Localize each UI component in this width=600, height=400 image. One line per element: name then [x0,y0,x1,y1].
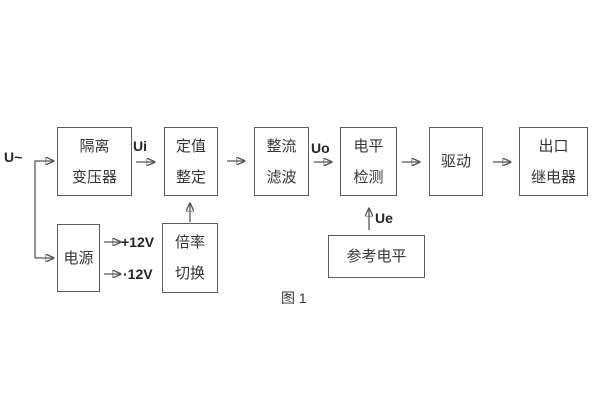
signal-label-uo: Uo [311,140,330,156]
signal-label-ue: Ue [375,210,393,226]
block-power-supply: 电源 [57,224,100,292]
signal-label-input-voltage: U~ [4,149,23,165]
signal-label-positive-rail: +12V [121,234,155,250]
block-output-relay: 出口 继电器 [519,127,588,196]
block-reference-level: 参考电平 [328,235,425,278]
block-isolation-transformer: 隔离 变压器 [57,127,132,196]
signal-label-ui: Ui [133,138,147,154]
wire-input-to-transformer [34,161,54,258]
signal-label-negative-rail: ·12V [123,266,153,282]
block-ratio-switch: 倍率 切换 [162,223,218,293]
block-value-setting: 定值 整定 [164,127,218,196]
block-level-detector: 电平 检测 [340,127,397,196]
block-driver: 驱动 [429,127,483,196]
figure-caption: 图 1 [281,290,307,306]
block-rectifier-filter: 整流 滤波 [254,127,309,196]
